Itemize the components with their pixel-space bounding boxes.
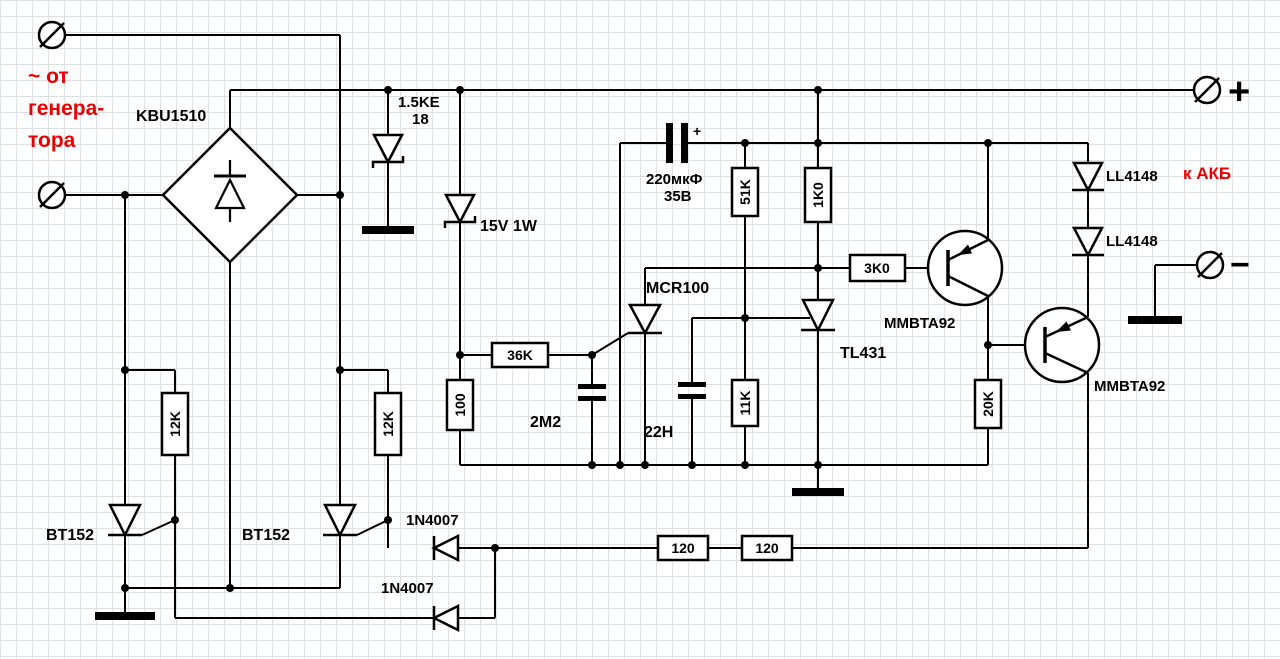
- diode-1n4007-lower: [431, 603, 460, 633]
- label-kbu1510: KBU1510: [136, 108, 206, 125]
- label-tvs-line2: 18: [412, 111, 429, 128]
- value-12k-left: 12K: [167, 411, 183, 437]
- ground-minus: [1128, 316, 1182, 324]
- label-cap-voltage: 35В: [664, 188, 692, 205]
- shunt-ref-tl431: [800, 298, 836, 333]
- bridge-rectifier-kbu1510: [161, 126, 299, 264]
- ground-tvs: [362, 226, 414, 234]
- label-tl431: TL431: [840, 345, 886, 362]
- diode-1n4007-upper: [431, 533, 460, 563]
- label-bt152-right: BT152: [242, 527, 290, 544]
- value-3k0: 3K0: [864, 260, 890, 276]
- resistor-51k: [730, 166, 760, 218]
- generator-terminal-2: [37, 180, 67, 210]
- tvs-diode-1_5ke18: [371, 133, 405, 168]
- resistors: [160, 166, 1003, 562]
- diodes: [107, 133, 1105, 633]
- generator-label-line1: ~ от: [28, 65, 69, 88]
- plus-sign: +: [1228, 71, 1250, 113]
- resistor-120-b: [740, 534, 794, 562]
- zener-15v: [443, 193, 477, 228]
- wires: [65, 34, 1197, 619]
- value-100: 100: [452, 393, 468, 417]
- generator-label-line3: тора: [28, 129, 76, 152]
- transistors: [926, 229, 1101, 384]
- thyristor-mcr100: [627, 303, 663, 336]
- value-120-a: 120: [671, 540, 695, 556]
- cap-2m2: [578, 384, 606, 401]
- resistor-3k0: [848, 253, 907, 283]
- label-tvs-line1: 1.5KE: [398, 94, 440, 111]
- capacitors: [578, 123, 706, 401]
- resistor-100: [445, 378, 475, 432]
- cap-22n: [678, 382, 706, 399]
- thyristor-bt152-left: [107, 503, 143, 538]
- resistor-12k-left: [160, 391, 190, 457]
- label-mmbta92-2: MMBTA92: [1094, 378, 1165, 395]
- resistor-20k: [973, 378, 1003, 430]
- ground-middle: [792, 488, 844, 496]
- generator-terminal-1: [37, 20, 67, 50]
- diode-ll4148-1: [1071, 161, 1105, 193]
- label-1n4007-lower: 1N4007: [381, 580, 434, 597]
- junction-dots: [121, 86, 992, 592]
- label-cap-value: 220мкФ: [646, 171, 703, 188]
- value-120-b: 120: [755, 540, 779, 556]
- value-11k: 11K: [737, 391, 753, 416]
- label-ll4148-2: LL4148: [1106, 233, 1158, 250]
- terminals: [37, 20, 1225, 280]
- value-36k: 36K: [507, 347, 533, 363]
- label-1n4007-upper: 1N4007: [406, 512, 459, 529]
- battery-label: к АКБ: [1183, 164, 1231, 183]
- value-12k-right: 12K: [380, 411, 396, 437]
- label-zener: 15V 1W: [480, 218, 538, 235]
- electrolytic-cap-220uf: [666, 123, 688, 163]
- resistor-36k: [490, 341, 550, 369]
- resistor-12k-right: [373, 391, 403, 457]
- label-mcr100: MCR100: [646, 280, 709, 297]
- label-cap-plus: +: [693, 123, 701, 139]
- label-ll4148-1: LL4148: [1106, 168, 1158, 185]
- label-2m2: 2M2: [530, 414, 561, 431]
- plus-terminal: [1192, 75, 1222, 105]
- generator-label-line2: генера-: [28, 97, 104, 120]
- ground-symbols: [95, 226, 1182, 620]
- thyristor-bt152-right: [322, 503, 358, 538]
- minus-sign: −: [1230, 246, 1250, 284]
- label-mmbta92-1: MMBTA92: [884, 315, 955, 332]
- label-bt152-left: BT152: [46, 527, 94, 544]
- value-20k: 20K: [980, 391, 996, 417]
- resistor-120-a: [656, 534, 710, 562]
- value-51k: 51K: [737, 179, 753, 205]
- transistor-mmbta92-1: [926, 229, 1004, 307]
- label-22n: 22H: [644, 424, 673, 441]
- text-labels: ~ от генера- тора к АКБ + − KBU1510 1.5K…: [28, 65, 1250, 597]
- ground-bottom-left: [95, 612, 155, 620]
- transistor-mmbta92-2: [1023, 306, 1101, 384]
- minus-terminal: [1195, 250, 1225, 280]
- resistor-11k: [730, 378, 760, 428]
- resistor-1k0: [803, 166, 833, 224]
- value-1k0: 1K0: [810, 182, 826, 208]
- diode-ll4148-2: [1071, 226, 1105, 258]
